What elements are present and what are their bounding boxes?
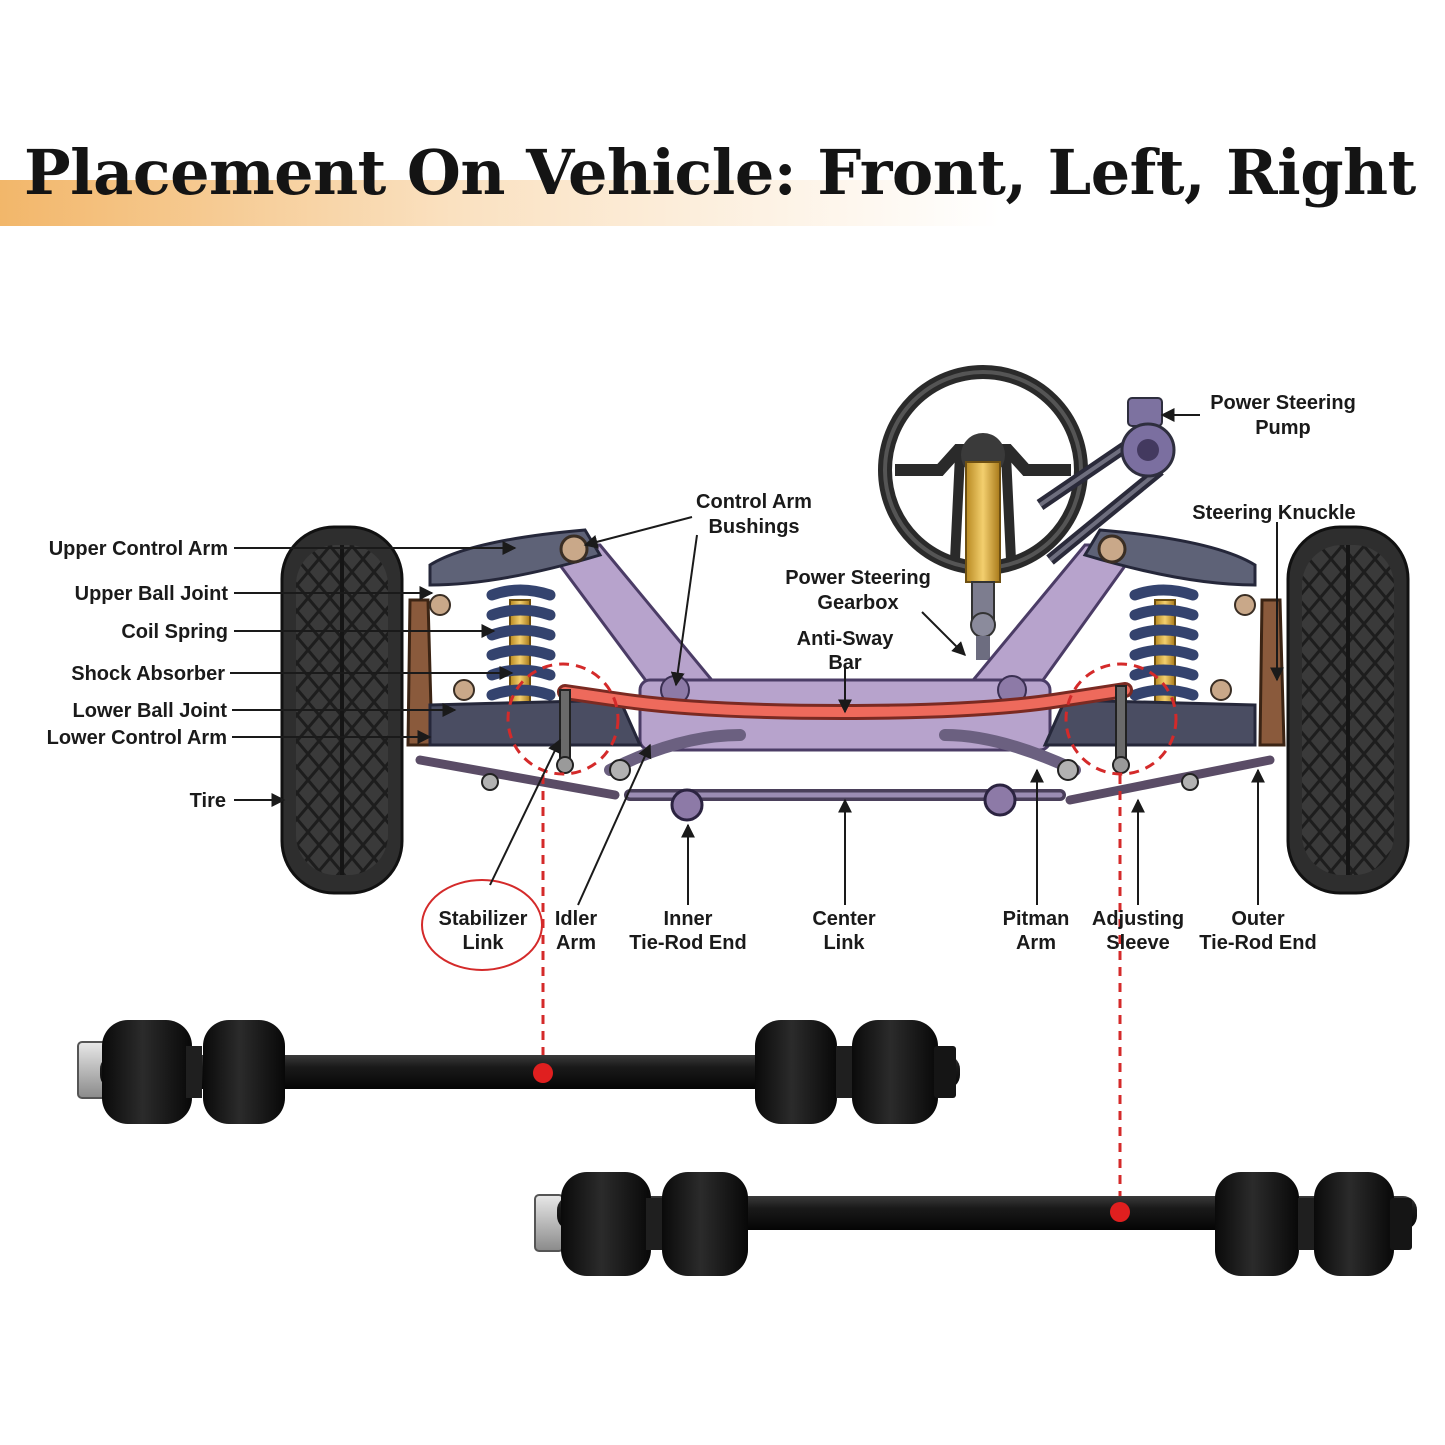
label-stabilizer-link-line1: Stabilizer <box>439 908 528 930</box>
left-upper-control-arm <box>428 528 603 587</box>
label-stabilizer-link-line2: Link <box>462 932 504 954</box>
right-coil-spring <box>1129 584 1199 711</box>
label-idler-arm-line2: Arm <box>556 932 596 954</box>
label-lower-ball-joint: Lower Ball Joint <box>73 700 228 722</box>
label-inner-tie-rod-end-line2: Tie-Rod End <box>629 932 746 954</box>
page-title: Placement On Vehicle: Front, Left, Right <box>24 136 1416 209</box>
label-lower-control-arm: Lower Control Arm <box>47 727 227 749</box>
power-steering-pump <box>1036 397 1176 565</box>
title-highlight-band <box>0 180 1000 226</box>
label-outer-tie-rod-end-line1: Outer <box>1231 908 1285 930</box>
label-shock-absorber: Shock Absorber <box>71 663 225 685</box>
left-stabilizer-highlight <box>506 662 620 776</box>
label-idler-arm-line1: Idler <box>555 908 597 930</box>
label-power-steering-pump-line1: Power Steering <box>1210 392 1356 414</box>
leader-lines <box>230 408 1284 906</box>
label-coil-spring: Coil Spring <box>121 621 228 643</box>
right-lower-control-arm <box>1042 679 1257 747</box>
label-outer-tie-rod-end-line2: Tie-Rod End <box>1199 932 1316 954</box>
label-steering-knuckle: Steering Knuckle <box>1192 502 1355 524</box>
left-stabilizer-link-stud <box>556 689 574 774</box>
label-inner-tie-rod-end-line1: Inner <box>664 908 713 930</box>
label-control-arm-bushings-line2: Bushings <box>708 516 799 538</box>
label-adjusting-sleeve-line2: Sleeve <box>1106 932 1169 954</box>
label-adjusting-sleeve-line1: Adjusting <box>1092 908 1184 930</box>
label-center-link-line1: Center <box>812 908 876 930</box>
label-control-arm-bushings-line1: Control Arm <box>696 491 812 513</box>
label-upper-control-arm: Upper Control Arm <box>49 538 228 560</box>
right-tire <box>1286 525 1410 895</box>
label-upper-ball-joint: Upper Ball Joint <box>75 583 229 605</box>
stabilizer-link-product-2 <box>534 1172 1417 1276</box>
label-tire: Tire <box>190 790 226 812</box>
label-anti-sway-bar-line1: Anti-Sway <box>797 628 895 650</box>
left-coil-spring <box>486 584 556 711</box>
label-power-steering-gearbox-line2: Gearbox <box>817 592 898 614</box>
stabilizer-link-product-1 <box>77 1020 960 1124</box>
label-center-link-line2: Link <box>823 932 865 954</box>
steering-column <box>965 461 1001 660</box>
right-stabilizer-highlight <box>1064 662 1178 776</box>
right-upper-control-arm <box>1082 528 1257 587</box>
label-pitman-arm-line1: Pitman <box>1003 908 1070 930</box>
label-pitman-arm-line2: Arm <box>1016 932 1056 954</box>
right-stabilizer-link-stud <box>1112 685 1130 774</box>
label-power-steering-pump-line2: Pump <box>1255 417 1311 439</box>
label-anti-sway-bar-line2: Bar <box>828 652 862 674</box>
label-power-steering-gearbox-line1: Power Steering <box>785 567 931 589</box>
steering-linkage <box>415 729 1275 822</box>
